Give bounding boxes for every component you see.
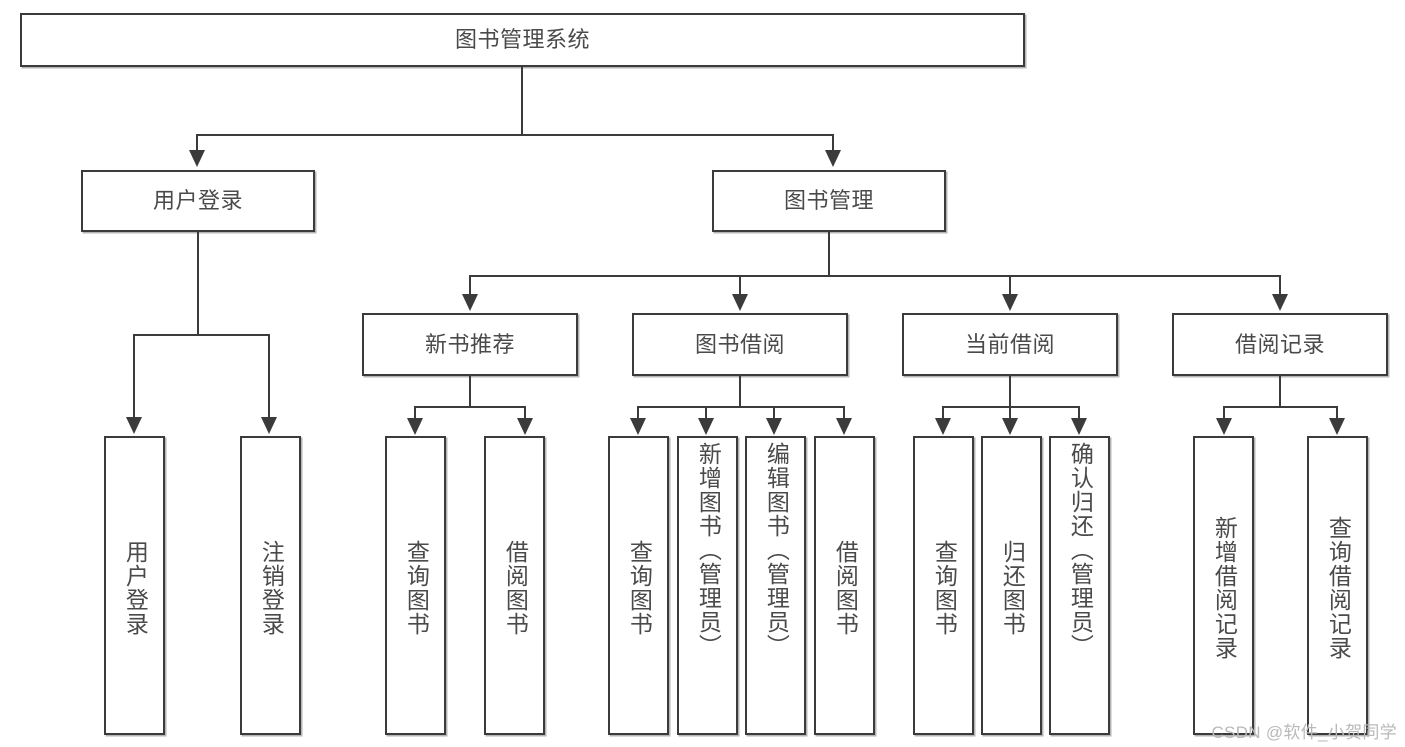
connector-new-book-bus (414, 406, 526, 408)
connector-current-borrow-leg-3 (1078, 406, 1080, 420)
arrowhead-new-book (462, 294, 478, 311)
connector-book-manage-bus (469, 275, 1281, 277)
arrowhead-leaf-bb-2 (698, 418, 714, 435)
connector-borrow-records-stem (1279, 376, 1281, 408)
leaf-cb-return-book[interactable]: 归还图书 (981, 436, 1042, 735)
leaf-cb-return-book-label: 归还图书 (999, 539, 1026, 636)
leaf-cb-confirm-return-admin-label: 确认归还（管理员） (1067, 442, 1094, 658)
leaf-cb-confirm-return-admin[interactable]: 确认归还（管理员） (1049, 436, 1110, 735)
leaf-nb-borrow-book[interactable]: 借阅图书 (484, 436, 545, 735)
leaf-user-login-label: 用户登录 (122, 539, 149, 636)
connector-root-bus (196, 134, 834, 136)
leaf-bb-borrow-book-label: 借阅图书 (832, 539, 859, 636)
connector-book-borrow-leg-4 (843, 406, 845, 420)
node-user-login-label: 用户登录 (152, 188, 243, 213)
node-book-manage[interactable]: 图书管理 (712, 170, 946, 232)
leaf-br-query-record-label: 查询借阅记录 (1325, 515, 1352, 660)
connector-borrow-records-leg-2 (1336, 406, 1338, 420)
node-current-borrow[interactable]: 当前借阅 (902, 313, 1118, 376)
leaf-bb-borrow-book[interactable]: 借阅图书 (814, 436, 875, 735)
connector-new-book-leg-2 (524, 406, 526, 420)
arrowhead-leaf-br-1 (1216, 418, 1232, 435)
leaf-bb-add-book-admin-label: 新增图书（管理员） (695, 442, 722, 658)
connector-book-borrow-bus (637, 406, 845, 408)
connector-borrow-records-bus (1223, 406, 1337, 408)
node-borrow-records-label: 借阅记录 (1234, 331, 1325, 357)
leaf-br-add-record[interactable]: 新增借阅记录 (1193, 436, 1254, 735)
connector-book-borrow-leg-1 (637, 406, 639, 420)
leaf-bb-edit-book-admin[interactable]: 编辑图书（管理员） (745, 436, 806, 735)
arrowhead-leaf-logout (261, 417, 277, 434)
leaf-br-add-record-label: 新增借阅记录 (1211, 515, 1238, 660)
leaf-bb-edit-book-admin-label: 编辑图书（管理员） (763, 442, 790, 658)
connector-user-login-leg-2 (268, 334, 270, 419)
arrowhead-user-login (189, 150, 205, 167)
arrowhead-leaf-user-login (126, 417, 142, 434)
connector-book-manage-leg-2 (739, 275, 741, 296)
leaf-bb-query-book[interactable]: 查询图书 (608, 436, 669, 735)
connector-user-login-leg-1 (133, 334, 135, 419)
arrowhead-leaf-nb-2 (517, 418, 533, 435)
connector-book-manage-leg-3 (1009, 275, 1011, 296)
connector-current-borrow-leg-2 (1009, 406, 1011, 420)
leaf-cb-query-book-label: 查询图书 (931, 539, 958, 636)
arrowhead-leaf-bb-1 (630, 418, 646, 435)
connector-current-borrow-stem (1009, 376, 1011, 408)
node-user-login[interactable]: 用户登录 (81, 170, 315, 232)
node-current-borrow-label: 当前借阅 (964, 331, 1055, 357)
arrowhead-borrow-records (1272, 294, 1288, 311)
node-root[interactable]: 图书管理系统 (20, 13, 1025, 67)
connector-borrow-records-leg-1 (1223, 406, 1225, 420)
leaf-logout[interactable]: 注销登录 (240, 436, 301, 735)
connector-new-book-leg-1 (414, 406, 416, 420)
connector-current-borrow-bus (942, 406, 1080, 408)
node-borrow-records[interactable]: 借阅记录 (1172, 313, 1388, 376)
leaf-nb-query-book-label: 查询图书 (403, 539, 430, 636)
arrowhead-leaf-cb-1 (935, 418, 951, 435)
arrowhead-leaf-br-2 (1329, 418, 1345, 435)
leaf-nb-borrow-book-label: 借阅图书 (502, 539, 529, 636)
arrowhead-leaf-cb-3 (1071, 418, 1087, 435)
csdn-watermark: CSDN @软件_小贺同学 (1211, 723, 1397, 742)
node-book-borrow-label: 图书借阅 (694, 331, 785, 357)
connector-book-manage-stem (828, 232, 830, 276)
leaf-logout-label: 注销登录 (258, 539, 285, 636)
leaf-cb-query-book[interactable]: 查询图书 (913, 436, 974, 735)
node-book-manage-label: 图书管理 (783, 188, 874, 213)
connector-root-to-book-manage (832, 134, 834, 152)
connector-user-login-stem (197, 232, 199, 335)
arrowhead-leaf-bb-3 (766, 418, 782, 435)
arrowhead-leaf-cb-2 (1002, 418, 1018, 435)
node-book-borrow[interactable]: 图书借阅 (632, 313, 848, 376)
connector-book-manage-leg-1 (469, 275, 471, 296)
leaf-bb-query-book-label: 查询图书 (626, 539, 653, 636)
connector-user-login-bus (133, 334, 269, 336)
node-root-label: 图书管理系统 (454, 27, 590, 52)
connector-current-borrow-leg-1 (942, 406, 944, 420)
arrowhead-book-borrow (732, 294, 748, 311)
connector-book-manage-leg-4 (1279, 275, 1281, 296)
arrowhead-book-manage (825, 150, 841, 167)
connector-book-borrow-leg-2 (705, 406, 707, 420)
arrowhead-leaf-nb-1 (407, 418, 423, 435)
connector-book-borrow-leg-3 (773, 406, 775, 420)
node-new-book[interactable]: 新书推荐 (362, 313, 578, 376)
leaf-user-login[interactable]: 用户登录 (104, 436, 165, 735)
connector-book-borrow-stem (739, 376, 741, 408)
connector-root-to-user-login (196, 134, 198, 152)
connector-root-stem (521, 67, 523, 135)
leaf-bb-add-book-admin[interactable]: 新增图书（管理员） (677, 436, 738, 735)
leaf-br-query-record[interactable]: 查询借阅记录 (1307, 436, 1368, 735)
node-new-book-label: 新书推荐 (424, 331, 515, 357)
connector-new-book-stem (469, 376, 471, 408)
arrowhead-leaf-bb-4 (836, 418, 852, 435)
leaf-nb-query-book[interactable]: 查询图书 (385, 436, 446, 735)
arrowhead-current-borrow (1002, 294, 1018, 311)
